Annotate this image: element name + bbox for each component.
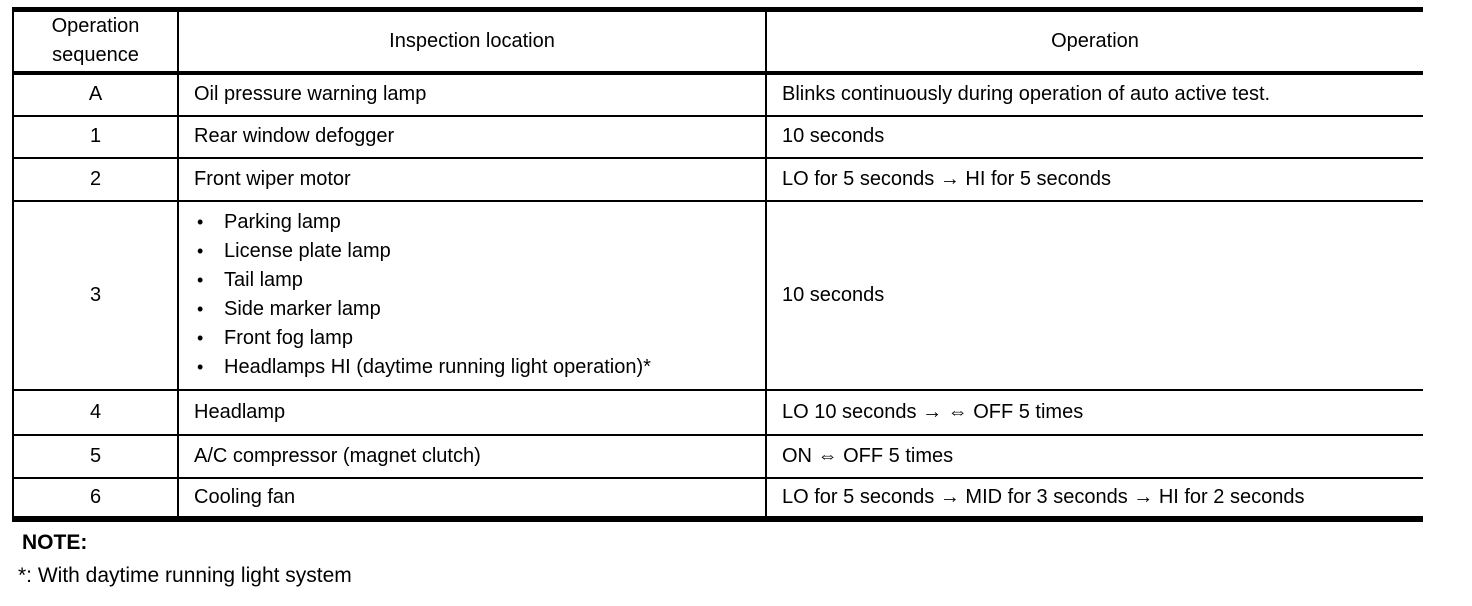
table-row: 6 Cooling fan LO for 5 seconds → MID for… [13, 477, 1423, 520]
cell-inspection-location: Headlamp [178, 389, 767, 436]
bullet-icon: • [197, 357, 204, 377]
table-row: 1 Rear window defogger 10 seconds [13, 115, 1423, 159]
cell-operation-sequence: 5 [13, 434, 179, 479]
cell-inspection-location: • Parking lamp • License plate lamp • Tail … [178, 200, 767, 391]
cell-operation: LO for 5 seconds → MID for 3 seconds → H… [766, 477, 1423, 520]
cell-operation-sequence: 2 [13, 157, 179, 202]
bullet-list-item: • Parking lamp [194, 208, 755, 237]
cell-operation: LO 10 seconds → ⇔ OFF 5 times [766, 389, 1423, 436]
table-row: A Oil pressure warning lamp Blinks conti… [13, 72, 1423, 117]
bullet-list-item: • Tail lamp [194, 266, 755, 295]
bullet-item-label: Side marker lamp [224, 298, 381, 320]
bullet-list-item: • Side marker lamp [194, 295, 755, 324]
table-header-row: Operation sequence Inspection location O… [13, 9, 1423, 75]
cell-operation: LO for 5 seconds → HI for 5 seconds [766, 157, 1423, 202]
column-header-inspection-location: Inspection location [178, 9, 767, 75]
cell-inspection-location: Rear window defogger [178, 115, 767, 159]
bullet-icon: • [197, 270, 204, 290]
bullet-item-label: License plate lamp [224, 240, 391, 262]
bullet-item-label: Parking lamp [224, 211, 341, 233]
cell-inspection-location: Front wiper motor [178, 157, 767, 202]
cell-operation: ON ⇔ OFF 5 times [766, 434, 1423, 479]
bullet-icon: • [197, 212, 204, 232]
table-row: 4 Headlamp LO 10 seconds → ⇔ OFF 5 times [13, 389, 1423, 436]
cell-operation-sequence: A [13, 72, 179, 117]
cell-operation-sequence: 1 [13, 115, 179, 159]
column-header-operation-sequence: Operation sequence [13, 9, 179, 75]
bullet-item-label: Front fog lamp [224, 327, 353, 349]
bullet-list-item: • License plate lamp [194, 237, 755, 266]
table-row: 3 • Parking lamp • License plate lamp • Tai… [13, 200, 1423, 391]
cell-operation-sequence: 4 [13, 389, 179, 436]
note-footnote: *: With daytime running light system [18, 564, 352, 587]
cell-inspection-location: A/C compressor (magnet clutch) [178, 434, 767, 479]
bullet-icon: • [197, 241, 204, 261]
bullet-list-item: • Front fog lamp [194, 324, 755, 353]
bullet-item-label: Tail lamp [224, 269, 303, 291]
cell-operation-sequence: 3 [13, 200, 179, 391]
column-header-operation: Operation [766, 9, 1423, 75]
bullet-icon: • [197, 299, 204, 319]
bullet-list-item: • Headlamps HI (daytime running light ope… [194, 353, 755, 382]
table-row: 5 A/C compressor (magnet clutch) ON ⇔ OF… [13, 434, 1423, 479]
inspection-location-list: • Parking lamp • License plate lamp • Tail … [194, 206, 755, 384]
cell-operation: Blinks continuously during operation of … [766, 72, 1423, 117]
cell-operation: 10 seconds [766, 200, 1423, 391]
cell-operation: 10 seconds [766, 115, 1423, 159]
cell-inspection-location: Cooling fan [178, 477, 767, 520]
cell-operation-sequence: 6 [13, 477, 179, 520]
note-title: NOTE: [22, 531, 88, 554]
table-row: 2 Front wiper motor LO for 5 seconds → H… [13, 157, 1423, 202]
cell-inspection-location: Oil pressure warning lamp [178, 72, 767, 117]
bullet-item-label: Headlamps HI (daytime running light oper… [224, 356, 651, 378]
bullet-icon: • [197, 328, 204, 348]
auto-active-test-table: Operation sequence Inspection location O… [12, 7, 1423, 522]
